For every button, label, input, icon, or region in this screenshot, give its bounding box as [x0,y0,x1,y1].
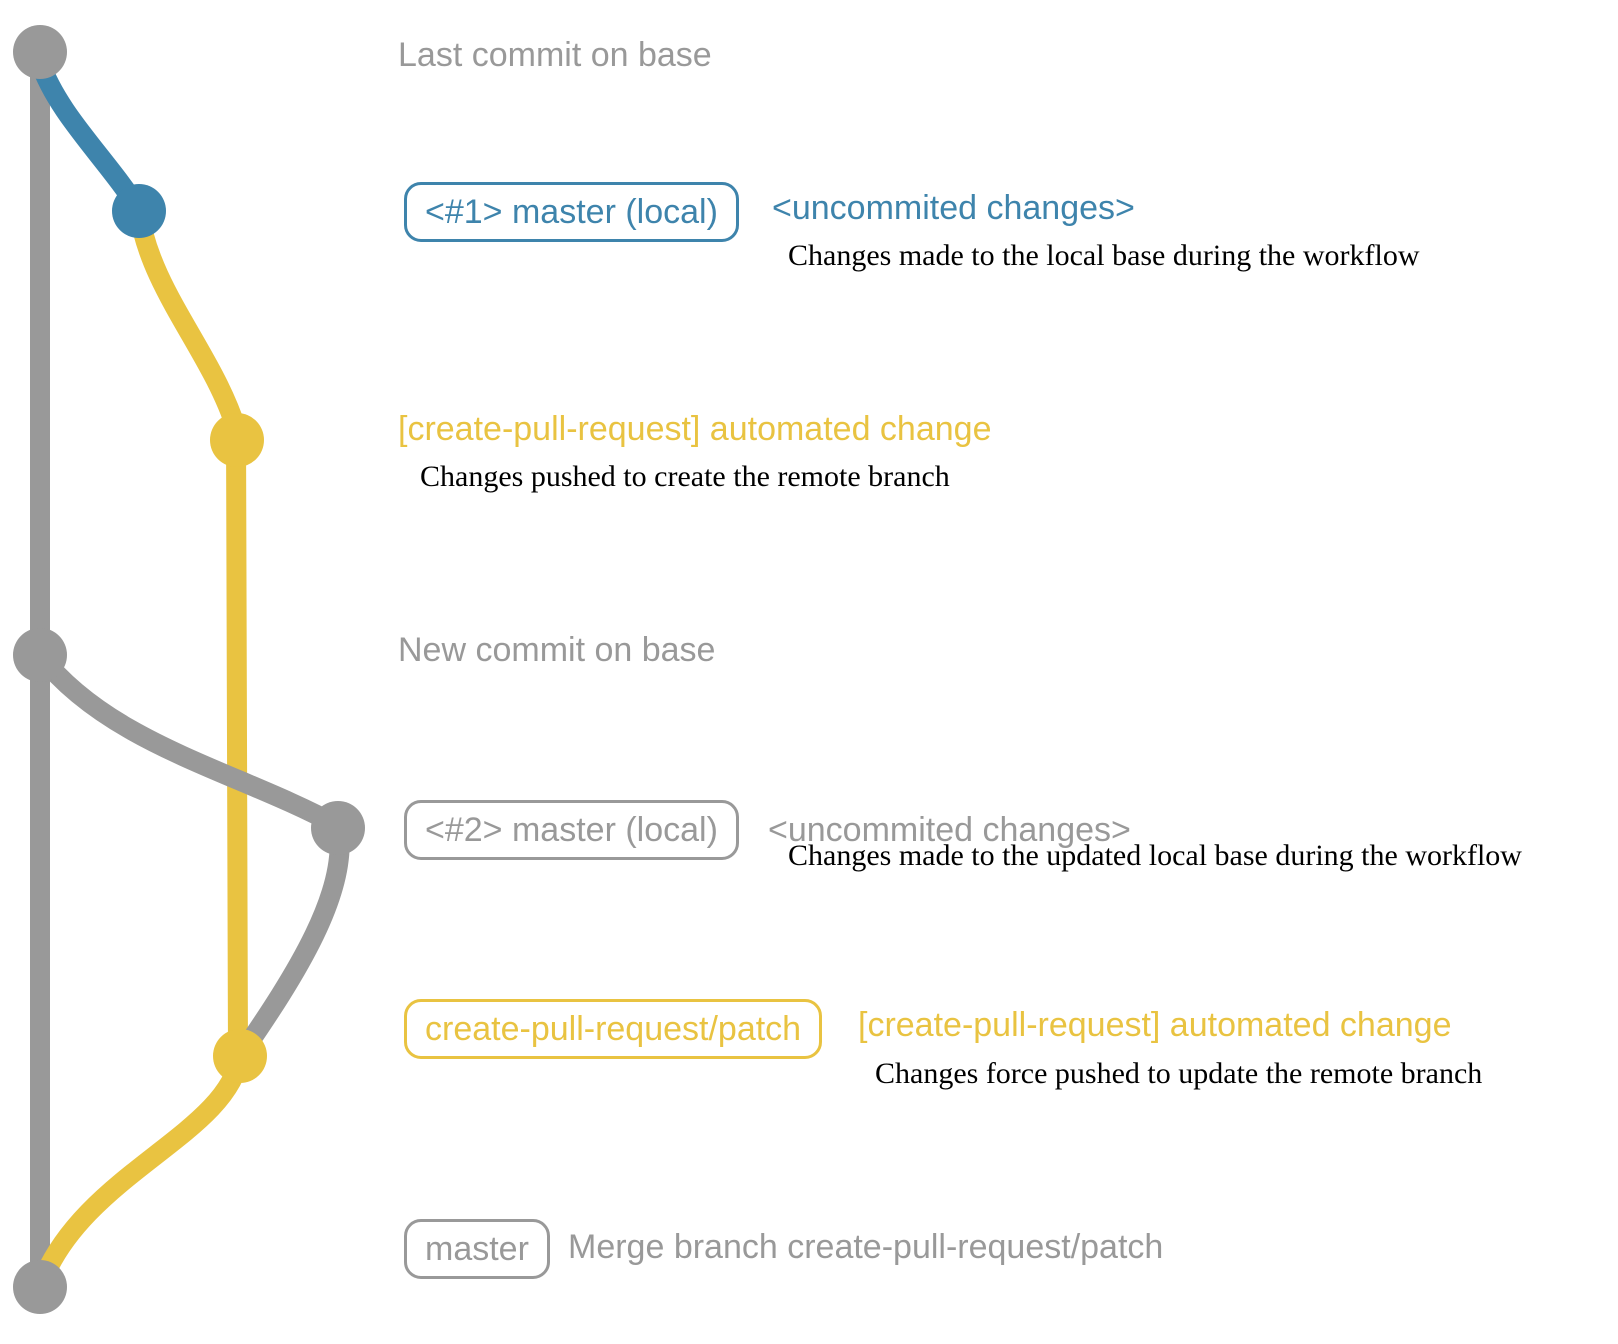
branch-tag-patch: create-pull-request/patch [404,999,823,1059]
commit-message-local-2: <uncommited changes> [768,811,1131,849]
new-commit-label: New commit on base [398,631,716,669]
commit-description-patch-1: Changes pushed to create the remote bran… [420,460,950,493]
commit-message-merge: Merge branch create-pull-request/patch [568,1228,1164,1266]
commit-node-local-2 [311,801,365,855]
commit-message-local-1: <uncommited changes> [772,189,1135,227]
commit-node-patch-1 [210,413,264,467]
local-branch-1-curve [30,52,149,220]
branch-tag-master: master [404,1219,550,1279]
commit-node-merge [13,1260,67,1314]
local-branch-2-curve-out [30,645,348,836]
commit-description-local-2: Changes made to the updated local base d… [788,839,1522,872]
commit-message-patch-1: [create-pull-request] automated change [398,410,992,448]
commit-description-local-1: Changes made to the local base during th… [788,239,1420,272]
branch-tag-local-2: <#2> master (local) [404,800,739,860]
commit-message-patch-2: [create-pull-request] automated change [858,1006,1452,1044]
last-commit-label: Last commit on base [398,36,712,74]
patch-branch-curve-out [129,202,248,1066]
commit-node-local-1 [112,184,166,238]
commit-node-patch-2 [213,1029,267,1083]
local-branch-2-curve-in [230,816,350,1066]
branch-tag-local-1: <#1> master (local) [404,182,739,242]
commit-description-patch-2: Changes force pushed to update the remot… [875,1057,1483,1090]
commit-node-new-base [13,628,67,682]
commit-node-last-base [13,25,67,79]
patch-branch-curve-in [30,1046,250,1297]
